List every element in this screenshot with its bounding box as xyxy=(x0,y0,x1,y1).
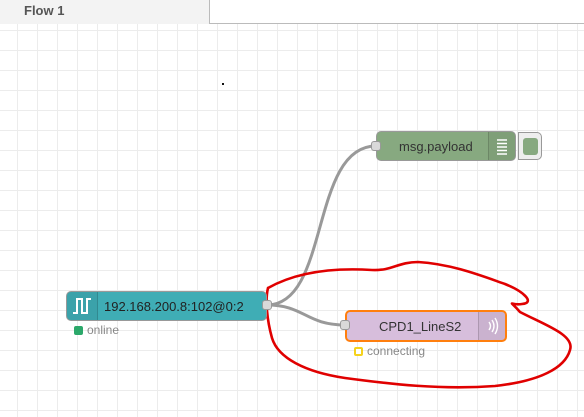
stray-dot xyxy=(222,83,224,85)
tab-bar: Flow 1 xyxy=(0,0,584,25)
input-node-status: online xyxy=(74,323,119,337)
status-ring-yellow xyxy=(354,347,363,356)
input-status-text: online xyxy=(87,323,120,337)
output-input-port[interactable] xyxy=(340,320,350,330)
wire-input-to-debug[interactable] xyxy=(266,144,377,307)
debug-input-port[interactable] xyxy=(371,141,381,151)
input-node[interactable]: 192.168.200.8:102@0:2 xyxy=(66,291,267,321)
debug-node[interactable]: msg.payload xyxy=(376,131,516,161)
flow-workspace[interactable] xyxy=(0,24,584,417)
wire-input-to-output[interactable] xyxy=(266,303,347,327)
debug-toggle-button[interactable] xyxy=(518,132,542,160)
tab-flow-1[interactable]: Flow 1 xyxy=(0,0,210,25)
input-node-label: 192.168.200.8:102@0:2 xyxy=(104,299,244,314)
debug-toggle-indicator xyxy=(523,138,538,155)
input-output-port[interactable] xyxy=(262,300,272,310)
debug-node-label: msg.payload xyxy=(399,139,473,154)
output-status-text: connecting xyxy=(367,344,426,358)
broadcast-icon xyxy=(478,312,505,340)
status-dot-green xyxy=(74,326,83,335)
debug-list-icon xyxy=(488,132,515,160)
output-node[interactable]: CPD1_LineS2 xyxy=(345,310,507,342)
output-node-label: CPD1_LineS2 xyxy=(379,319,462,334)
red-circle-annotation xyxy=(265,260,572,389)
pulse-wave-icon xyxy=(67,292,98,320)
output-node-status: connecting xyxy=(354,344,425,358)
tab-label: Flow 1 xyxy=(24,3,65,18)
